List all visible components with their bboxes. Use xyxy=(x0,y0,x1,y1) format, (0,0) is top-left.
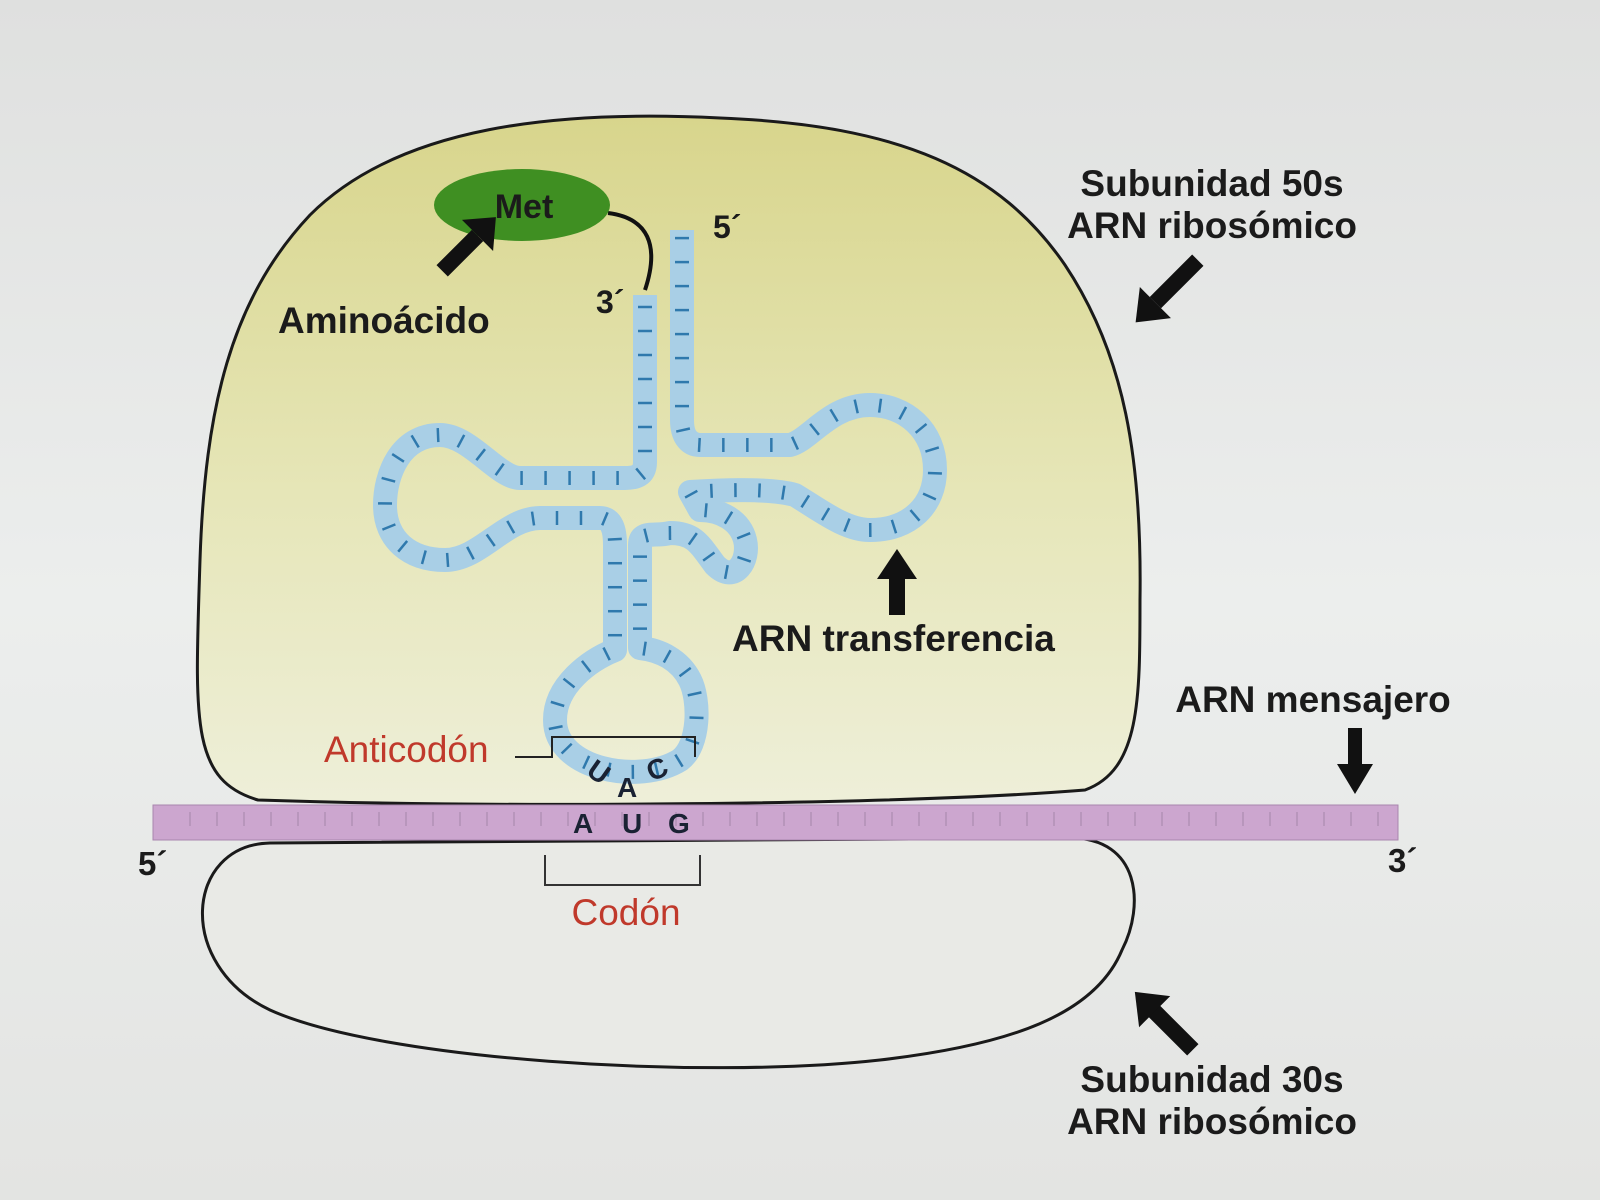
codon-base-3: G xyxy=(668,808,690,839)
trna-base-tick xyxy=(820,507,831,521)
trna-5-end: 5´ xyxy=(713,209,741,245)
codon-base-1: A xyxy=(573,808,593,839)
trna-base-tick xyxy=(925,446,940,453)
trna-base-tick xyxy=(853,399,859,414)
arrows xyxy=(436,217,1373,1056)
mrna-5-end-label: 5´ xyxy=(138,845,167,882)
trna-base-tick xyxy=(562,677,576,689)
trna-base-tick xyxy=(898,406,908,420)
trna-base-tick xyxy=(757,483,761,498)
trna-base-tick xyxy=(466,546,475,560)
amino-acid-link xyxy=(607,211,654,291)
trna-base-tick xyxy=(709,483,714,498)
trna-base-tick xyxy=(927,471,942,475)
trna-base-tick xyxy=(809,423,820,436)
trna-base-tick xyxy=(391,453,405,463)
anticodon-bracket xyxy=(515,736,696,758)
codon-bracket xyxy=(544,855,701,886)
trna-base-tick xyxy=(582,755,591,770)
trna-base-tick xyxy=(890,519,898,534)
anticodon-label: Anticodón xyxy=(324,729,489,770)
trna-base-tick xyxy=(494,462,505,476)
trna-base-tick xyxy=(737,555,752,563)
trna-base-tick xyxy=(687,691,702,697)
trna-base-tick xyxy=(687,532,698,546)
mrna-3-end-label: 3´ xyxy=(1388,842,1417,879)
small-subunit-30s xyxy=(201,836,1136,1070)
trna-label: ARN transferencia xyxy=(732,618,1055,659)
trna-base-tick xyxy=(909,509,921,522)
subunit-50s-sublabel: ARN ribosómico xyxy=(1067,205,1357,246)
anticodon-base-2: A xyxy=(617,772,637,803)
trna-base-tick xyxy=(642,641,647,656)
trna-base-tick xyxy=(607,537,622,541)
codon-base-2: U xyxy=(622,808,642,839)
subunit-50s-arrow xyxy=(1135,254,1204,323)
trna-3-end: 3´ xyxy=(596,284,624,320)
trna-base-tick xyxy=(678,666,692,678)
trna-base-tick xyxy=(723,511,734,525)
trna-base-tick xyxy=(420,550,427,565)
trna-base-tick xyxy=(736,532,751,540)
subunit-30s-label: Subunidad 30s xyxy=(1080,1059,1343,1100)
trna-base-tick xyxy=(653,762,660,777)
trna-base-tick xyxy=(436,427,440,443)
trna-base-tick xyxy=(675,427,691,433)
codon-label: Codón xyxy=(571,892,680,933)
trna-base-tick xyxy=(606,762,612,777)
trna-base-tick xyxy=(914,422,928,434)
trna-molecule xyxy=(373,230,947,784)
trna-base-tick xyxy=(877,398,883,413)
trna-base-tick xyxy=(922,492,937,501)
subunit-30s-sublabel: ARN ribosómico xyxy=(1067,1101,1357,1142)
trna-base-tick xyxy=(685,737,700,745)
trna-base-tick xyxy=(829,408,839,423)
trna-base-tick xyxy=(843,518,851,533)
aminoacid-arrow xyxy=(436,217,496,277)
trna-base-tick xyxy=(702,551,716,562)
trna-base-tick xyxy=(445,552,450,567)
trna-base-tick xyxy=(643,528,650,543)
trna-base-tick xyxy=(485,533,496,547)
amino-acid-name: Met xyxy=(495,188,554,226)
trna-base-tick xyxy=(397,540,409,553)
trna-base-tick xyxy=(381,523,396,531)
trna-base-tick xyxy=(475,448,486,461)
mrna-strand xyxy=(152,804,1399,841)
trna-base-tick xyxy=(790,436,800,451)
aminoacid-label: Aminoácido xyxy=(278,300,490,341)
trna-base-tick xyxy=(550,700,565,708)
trna-base-tick xyxy=(602,646,611,661)
trna-base-tick xyxy=(781,485,786,500)
trna-base-tick xyxy=(530,511,536,526)
subunit-50s-label: Subunidad 50s xyxy=(1080,163,1343,204)
trna-base-tick xyxy=(560,742,573,755)
trna-base-tick xyxy=(506,520,516,534)
mrna-arrow xyxy=(1337,728,1373,794)
trna-base-tick xyxy=(723,564,729,580)
trna-base-tick xyxy=(601,511,609,526)
trna-base-tick xyxy=(697,437,701,453)
trna-base-tick xyxy=(635,467,647,481)
trna-base-tick xyxy=(580,660,592,673)
trna-base-tick xyxy=(674,754,684,768)
trna-base-tick xyxy=(704,503,708,518)
trna-base-tick xyxy=(548,725,563,731)
trna-base-tick xyxy=(410,434,420,449)
trna-base-tick xyxy=(662,649,672,664)
trna-base-tick xyxy=(684,489,698,499)
mrna-label: ARN mensajero xyxy=(1175,679,1451,720)
subunit-30s-arrow xyxy=(1134,991,1199,1056)
trna-base-tick xyxy=(456,434,466,448)
trna-base-tick xyxy=(381,476,396,483)
large-subunit-50s xyxy=(195,114,1142,806)
trna-base-tick xyxy=(800,494,811,508)
trna-arrow xyxy=(877,549,917,615)
